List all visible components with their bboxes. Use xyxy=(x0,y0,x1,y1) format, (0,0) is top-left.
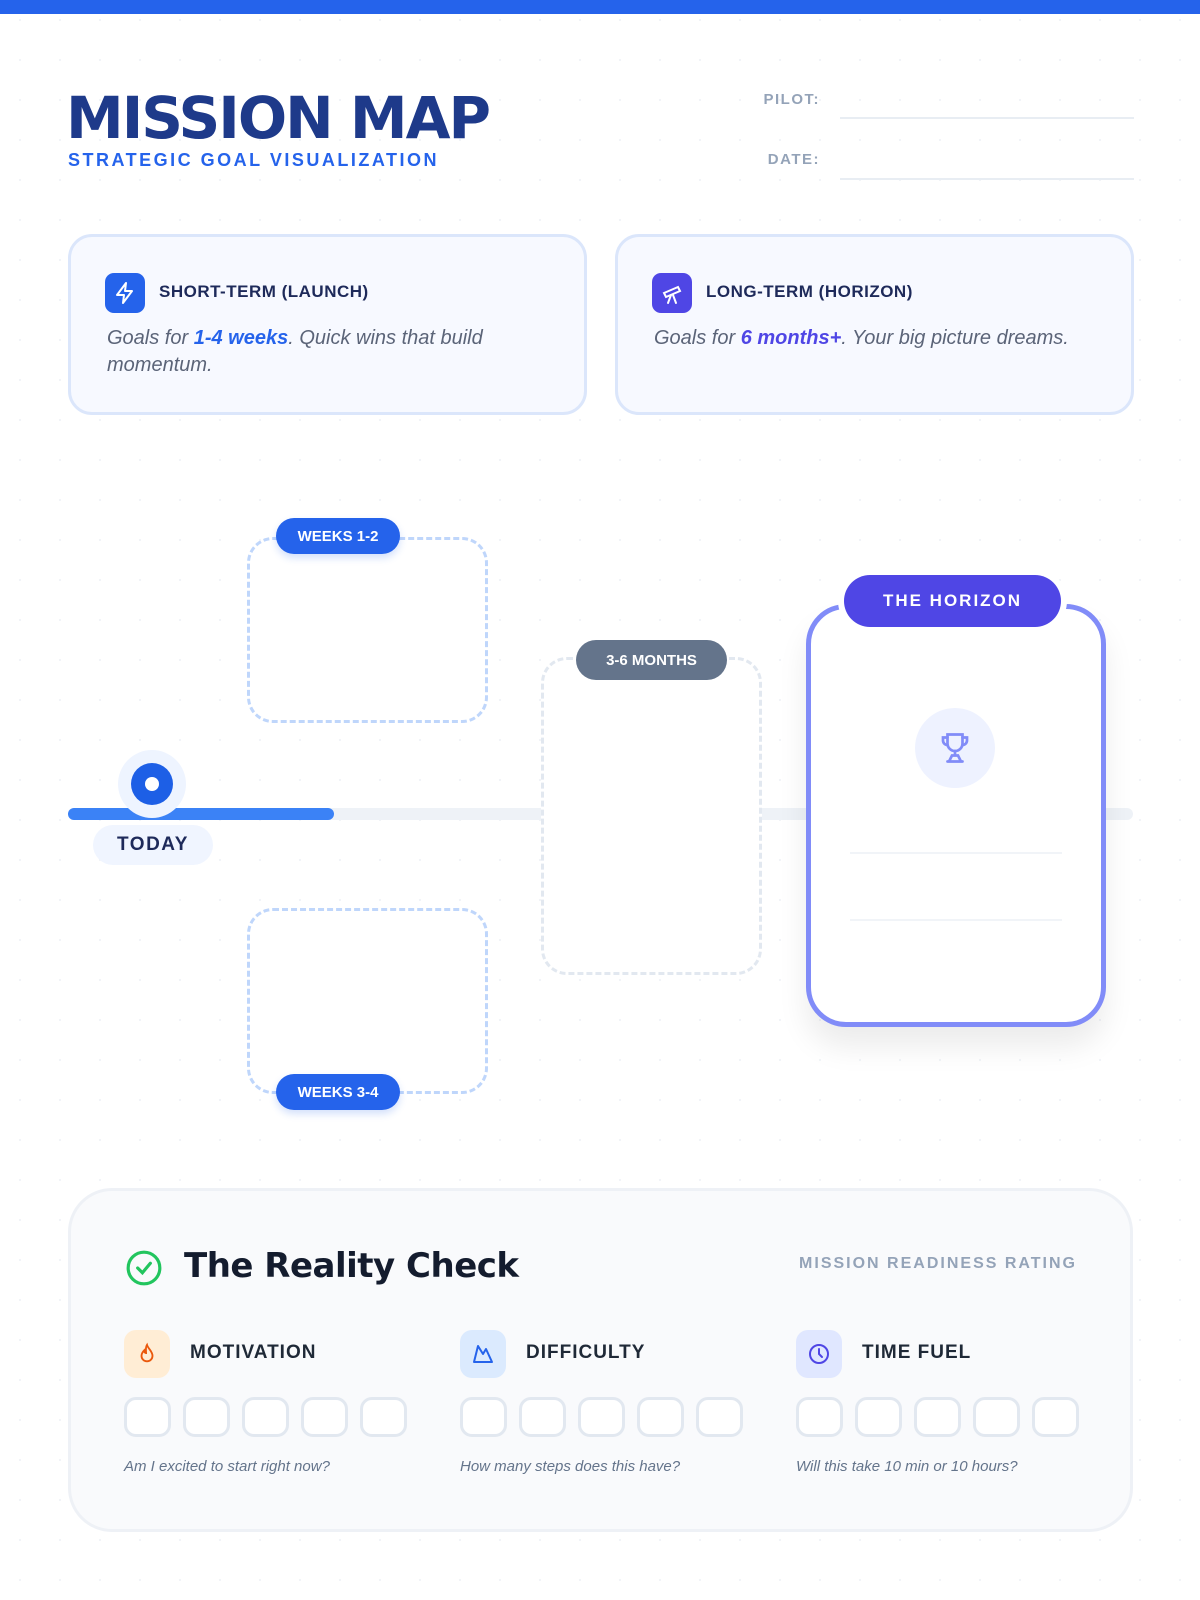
readiness-rating-label: MISSION READINESS RATING xyxy=(799,1255,1077,1272)
long-term-desc: Goals for 6 months+. Your big picture dr… xyxy=(654,327,1069,349)
rating-box[interactable] xyxy=(973,1397,1020,1437)
timeline-progress xyxy=(68,808,334,820)
today-label: TODAY xyxy=(93,825,213,865)
short-term-card: SHORT-TERM (LAUNCH) Goals for 1-4 weeks.… xyxy=(68,234,587,415)
page-title: MISSION MAP xyxy=(66,84,491,152)
flame-icon xyxy=(124,1330,170,1378)
rating-box[interactable] xyxy=(124,1397,171,1437)
rating-box[interactable] xyxy=(183,1397,230,1437)
mountain-icon xyxy=(460,1330,506,1378)
criterion-difficulty: DIFFICULTY How many steps does this have… xyxy=(460,1330,760,1490)
3-6-months-goal-box[interactable] xyxy=(541,657,762,975)
rating-box[interactable] xyxy=(578,1397,625,1437)
long-term-title: LONG-TERM (HORIZON) xyxy=(706,282,913,301)
criterion-hint: Will this take 10 min or 10 hours? xyxy=(796,1458,1018,1475)
criterion-label: TIME FUEL xyxy=(862,1342,972,1363)
lightning-icon xyxy=(105,273,145,313)
check-circle-icon xyxy=(125,1249,163,1292)
clock-icon xyxy=(796,1330,842,1378)
rating-boxes xyxy=(460,1397,743,1437)
criterion-label: DIFFICULTY xyxy=(526,1342,646,1363)
rating-box[interactable] xyxy=(519,1397,566,1437)
horizon-goal-card[interactable] xyxy=(806,604,1106,1027)
weeks-1-2-badge: WEEKS 1-2 xyxy=(276,518,400,554)
rating-box[interactable] xyxy=(242,1397,289,1437)
weeks-1-2-goal-box[interactable] xyxy=(247,537,488,723)
rating-box[interactable] xyxy=(1032,1397,1079,1437)
horizon-write-line[interactable] xyxy=(850,919,1062,921)
today-marker xyxy=(131,763,173,805)
reality-check-panel xyxy=(68,1188,1133,1532)
rating-box[interactable] xyxy=(855,1397,902,1437)
criterion-time-fuel: TIME FUEL Will this take 10 min or 10 ho… xyxy=(796,1330,1096,1490)
criterion-hint: How many steps does this have? xyxy=(460,1458,681,1475)
short-term-title: SHORT-TERM (LAUNCH) xyxy=(159,282,369,301)
rating-box[interactable] xyxy=(301,1397,348,1437)
rating-box[interactable] xyxy=(796,1397,843,1437)
long-term-card: LONG-TERM (HORIZON) Goals for 6 months+.… xyxy=(615,234,1134,415)
rating-box[interactable] xyxy=(460,1397,507,1437)
short-term-desc: Goals for 1-4 weeks. Quick wins that bui… xyxy=(107,327,483,376)
rating-box[interactable] xyxy=(914,1397,961,1437)
rating-box[interactable] xyxy=(696,1397,743,1437)
telescope-icon xyxy=(652,273,692,313)
page-subtitle: STRATEGIC GOAL VISUALIZATION xyxy=(68,150,439,170)
criterion-hint: Am I excited to start right now? xyxy=(124,1458,330,1475)
weeks-3-4-badge: WEEKS 3-4 xyxy=(276,1074,400,1110)
date-field[interactable] xyxy=(840,178,1134,180)
top-accent-bar xyxy=(0,0,1200,14)
3-6-months-badge: 3-6 MONTHS xyxy=(576,640,727,680)
pilot-field[interactable] xyxy=(840,117,1134,119)
horizon-badge: THE HORIZON xyxy=(844,575,1061,627)
reality-check-title: The Reality Check xyxy=(184,1246,519,1286)
pilot-label: PILOT: xyxy=(763,91,820,108)
criterion-label: MOTIVATION xyxy=(190,1342,317,1363)
weeks-3-4-goal-box[interactable] xyxy=(247,908,488,1094)
rating-box[interactable] xyxy=(360,1397,407,1437)
date-label: DATE: xyxy=(767,151,820,168)
rating-boxes xyxy=(124,1397,407,1437)
trophy-icon xyxy=(915,708,995,788)
rating-boxes xyxy=(796,1397,1079,1437)
horizon-write-line[interactable] xyxy=(850,852,1062,854)
rating-box[interactable] xyxy=(637,1397,684,1437)
criterion-motivation: MOTIVATION Am I excited to start right n… xyxy=(124,1330,424,1490)
